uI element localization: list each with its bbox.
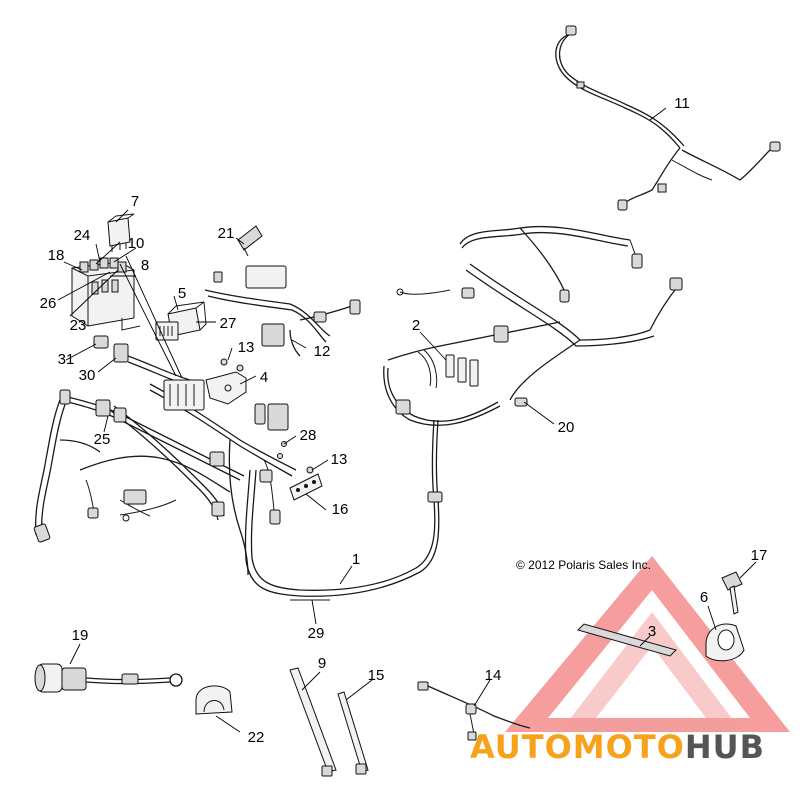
clip-icon xyxy=(576,81,585,89)
callout-labels: 1 2 3 4 5 6 7 8 9 10 11 12 13 13 14 15 1… xyxy=(40,95,768,746)
callout-28: 28 xyxy=(300,427,317,444)
connector-icon xyxy=(769,141,781,152)
part-2-connectors xyxy=(417,349,479,389)
clip-icon xyxy=(514,397,528,407)
part-22-clip xyxy=(195,685,233,715)
callout-20: 20 xyxy=(558,419,575,436)
part-21-connector xyxy=(237,225,263,257)
callout-6: 6 xyxy=(700,589,708,606)
callout-15: 15 xyxy=(368,667,385,684)
connector-icon xyxy=(395,399,411,415)
part-3-pad xyxy=(577,623,677,657)
clip-icon xyxy=(313,311,327,323)
left-harness xyxy=(33,383,297,576)
callout-4: 4 xyxy=(260,369,268,386)
copyright-text: © 2012 Polaris Sales Inc. xyxy=(516,558,651,572)
part-30-connector xyxy=(113,343,191,387)
relay-7 xyxy=(107,213,135,252)
callout-30: 30 xyxy=(79,367,96,384)
callout-11: 11 xyxy=(674,95,690,112)
leader-lines xyxy=(57,107,757,733)
connector-icon xyxy=(245,265,287,289)
connector-icon xyxy=(631,253,643,269)
part-28-clips xyxy=(277,441,287,459)
central-connector-block xyxy=(163,379,205,411)
connector-icon xyxy=(87,507,99,519)
part-17-bolt xyxy=(721,571,743,615)
part-27-block xyxy=(155,321,179,341)
callout-12: 12 xyxy=(314,343,331,360)
connector-icon xyxy=(267,403,289,431)
connector-icon xyxy=(211,501,225,517)
part-25-connector xyxy=(95,399,127,423)
clip-icon xyxy=(657,183,667,193)
callout-14: 14 xyxy=(485,667,502,684)
connector-icon xyxy=(209,451,225,467)
connector-icon xyxy=(254,403,266,425)
connector-icon xyxy=(269,509,281,525)
connector-icon xyxy=(669,277,683,291)
callout-21: 21 xyxy=(218,225,235,242)
connector-icon xyxy=(349,299,361,315)
connector-icon xyxy=(559,289,570,303)
callout-29: 29 xyxy=(308,625,325,642)
part-19-ignition-switch xyxy=(34,663,183,693)
part-31-connector xyxy=(93,335,109,349)
ring-terminal-icon xyxy=(122,514,130,522)
part-14-harness xyxy=(417,681,531,741)
connector-icon xyxy=(261,323,285,347)
fuse-block-23 xyxy=(71,257,141,331)
watermark-triangle-icon xyxy=(505,556,790,732)
callout-25: 25 xyxy=(94,431,111,448)
part-4-bracket xyxy=(205,371,247,405)
clip-icon xyxy=(427,491,443,503)
connector-icon xyxy=(617,199,628,211)
callout-8: 8 xyxy=(141,257,149,274)
part-15-strap xyxy=(337,691,369,775)
callout-19: 19 xyxy=(72,627,89,644)
callout-16: 16 xyxy=(332,501,349,518)
callout-24: 24 xyxy=(74,227,91,244)
callout-3: 3 xyxy=(648,623,656,640)
part-13-screw-upper xyxy=(220,358,244,372)
callout-5: 5 xyxy=(178,285,186,302)
callout-31: 31 xyxy=(58,351,75,368)
callout-1: 1 xyxy=(352,551,360,568)
watermark-moto: MOTO xyxy=(573,728,685,766)
callout-23: 23 xyxy=(70,317,87,334)
watermark-logo xyxy=(505,556,790,732)
callout-2: 2 xyxy=(412,317,420,334)
connector-icon xyxy=(33,523,51,543)
connector-icon xyxy=(59,389,71,405)
part-16-ground-block xyxy=(289,466,323,501)
watermark-text: AUTOMOTOHUB xyxy=(470,728,765,766)
callout-10: 10 xyxy=(128,235,145,252)
harness-12 xyxy=(204,265,361,357)
callout-9: 9 xyxy=(318,655,326,672)
connector-icon xyxy=(461,287,475,299)
callout-22: 22 xyxy=(248,729,265,746)
connector-icon xyxy=(493,325,509,343)
watermark-hub: HUB xyxy=(685,728,765,766)
part-9-strap xyxy=(289,667,337,777)
harness-20 xyxy=(383,225,683,426)
part-6-clamp xyxy=(705,623,745,662)
watermark-auto: AUTO xyxy=(470,728,573,766)
callout-13-upper: 13 xyxy=(238,339,255,356)
connector-icon xyxy=(213,271,223,283)
ring-terminal-icon xyxy=(396,288,404,296)
harness-11 xyxy=(555,25,781,211)
callout-26: 26 xyxy=(40,295,57,312)
connector-icon xyxy=(123,489,147,505)
callout-7: 7 xyxy=(131,193,139,210)
connector-icon xyxy=(259,469,273,483)
connector-icon xyxy=(565,25,577,36)
callout-17: 17 xyxy=(751,547,768,564)
callout-27: 27 xyxy=(220,315,237,332)
callout-13-lower: 13 xyxy=(331,451,348,468)
callout-18: 18 xyxy=(48,247,65,264)
